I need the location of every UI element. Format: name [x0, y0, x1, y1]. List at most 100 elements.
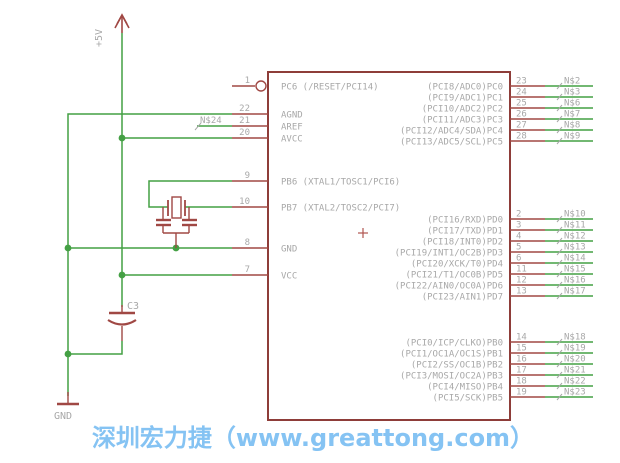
net-wires	[67, 33, 232, 396]
pin-name-right: (PCI3/MOSI/OC2A)PB3	[400, 372, 503, 382]
pin-name-right: (PCI21/T1/OC0B)PD5	[405, 271, 503, 281]
net-label-tick	[556, 248, 563, 256]
gnd-symbol	[57, 392, 79, 406]
pin-number-left: 8	[245, 238, 250, 248]
pin-name-right: (PCI1/OC1A/OC1S)PB1	[400, 350, 503, 360]
pin-number-right: 27	[516, 121, 527, 131]
net-label-tick	[556, 226, 563, 234]
aref-net-label-tick	[194, 122, 202, 131]
pin-number-left: 21	[239, 116, 250, 126]
pin-name-right: (PCI12/ADC4/SDA)PC4	[400, 127, 503, 137]
pin-number-left: 22	[239, 104, 250, 114]
pin-name-right: (PCI13/ADC5/SCL)PC5	[400, 138, 503, 148]
net-label: N$3	[564, 88, 580, 98]
pin-number-right: 3	[516, 221, 521, 231]
net-label: N$16	[564, 276, 586, 286]
pin-number-right: 17	[516, 366, 527, 376]
ic-origin-cross	[358, 228, 368, 238]
pin-name-right: (PCI10/ADC2)PC2	[422, 105, 503, 115]
pin-number-right: 25	[516, 99, 527, 109]
net-label: N$19	[564, 344, 586, 354]
net-label: N$18	[564, 333, 586, 343]
load-capacitors	[156, 207, 197, 248]
pin-number-right: 28	[516, 132, 527, 142]
pin-name-left: VCC	[281, 272, 297, 282]
pin-number-left: 9	[245, 171, 250, 181]
net-label: N$7	[564, 110, 580, 120]
net-label-tick	[556, 126, 563, 134]
pin-name-right: (PCI11/ADC3)PC3	[422, 116, 503, 126]
junction-dot	[118, 134, 126, 142]
net-label: N$12	[564, 232, 586, 242]
pin-number-right: 15	[516, 344, 527, 354]
net-label-tick	[556, 360, 563, 368]
cap-to-ground-wire	[68, 341, 123, 355]
net-label: N$22	[564, 377, 586, 387]
net-label: N$8	[564, 121, 580, 131]
pin-name-right: (PCI19/INT1/OC2B)PD3	[395, 249, 503, 259]
crystal-symbol	[167, 196, 186, 219]
net-label-tick	[556, 104, 563, 112]
pin-name-left: GND	[281, 245, 297, 255]
capacitor-c3-label: C3	[127, 301, 139, 312]
pin-number-left: 10	[239, 197, 250, 207]
net-label: N$23	[564, 388, 586, 398]
net-label-tick	[556, 215, 563, 223]
pin-name-right: (PCI23/AIN1)PD7	[422, 293, 503, 303]
net-label-tick	[556, 93, 563, 101]
net-label: N$17	[564, 287, 586, 297]
pin-name-right: (PCI20/XCK/T0)PD4	[411, 260, 503, 270]
net-label-tick	[556, 371, 563, 379]
pin-name-right: (PCI17/TXD)PD1	[427, 227, 503, 237]
net-label-tick	[556, 82, 563, 90]
pin-name-left: PC6 (/RESET/PCI14)	[281, 83, 379, 93]
aref-net-label: N$24	[200, 116, 222, 126]
junction-dot	[64, 244, 72, 252]
pin-number-right: 2	[516, 210, 521, 220]
pin-name-left: PB6 (XTAL1/TOSC1/PCI6)	[281, 178, 400, 188]
net-label: N$2	[564, 77, 580, 87]
pin-name-right: (PCI4/MISO)PB4	[427, 383, 503, 393]
pin-number-right: 12	[516, 276, 527, 286]
pin-number-right: 4	[516, 232, 521, 242]
pin-number-right: 18	[516, 377, 527, 387]
net-label-tick	[556, 237, 563, 245]
pin-number-left: 7	[245, 265, 250, 275]
junction-dot	[64, 350, 72, 358]
pin-number-right: 24	[516, 88, 527, 98]
agnd-to-ground-rail-wire	[67, 113, 232, 396]
pin-name-left: AREF	[281, 123, 303, 133]
pin-name-left: AVCC	[281, 135, 303, 145]
pin-number-right: 6	[516, 254, 521, 264]
pin-name-right: (PCI18/INT0)PD2	[422, 238, 503, 248]
xtal1-wire	[148, 180, 232, 208]
net-label: N$14	[564, 254, 586, 264]
ic-body	[267, 71, 511, 421]
pin-number-right: 16	[516, 355, 527, 365]
net-label-tick	[556, 338, 563, 346]
pin-number-left: 1	[245, 76, 250, 86]
pin-name-right: (PCI0/ICP/CLKO)PB0	[405, 339, 503, 349]
net-label-tick	[556, 115, 563, 123]
c3-bottom-plate	[107, 319, 137, 326]
pin-name-right: (PCI9/ADC1)PC1	[427, 94, 503, 104]
net-label-tick	[556, 259, 563, 267]
plus5v-arrow-head-inner	[116, 13, 128, 25]
net-label: N$21	[564, 366, 586, 376]
net-label-tick	[556, 281, 563, 289]
plus5v-label: +5V	[94, 29, 105, 47]
pin-number-right: 23	[516, 77, 527, 87]
pin-number-right: 11	[516, 265, 527, 275]
net-label-tick	[556, 349, 563, 357]
net-label-tick	[556, 292, 563, 300]
net-label: N$10	[564, 210, 586, 220]
pin-name-right: (PCI2/SS/OC1B)PB2	[411, 361, 503, 371]
net-label: N$9	[564, 132, 580, 142]
pin-invert-bubble	[255, 80, 267, 92]
junction-dots	[64, 134, 180, 358]
pin-name-right: (PCI5/SCK)PB5	[433, 394, 503, 404]
net-label: N$11	[564, 221, 586, 231]
